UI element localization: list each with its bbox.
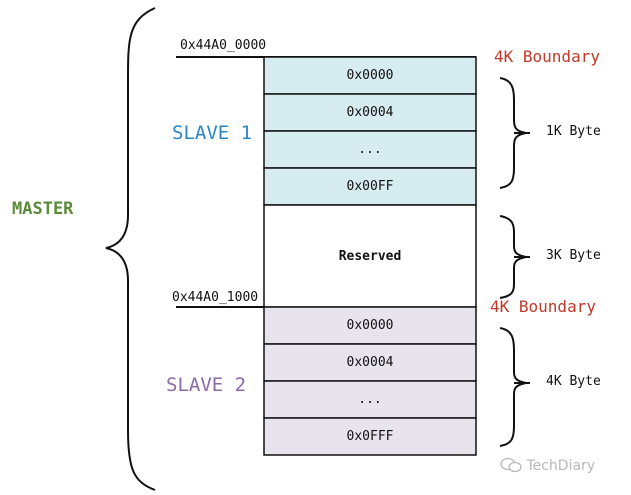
slave1-register-3: 0x00FF — [346, 179, 394, 194]
slave2-cell-2-bg — [263, 380, 477, 419]
reserved-label: Reserved — [338, 248, 402, 264]
slave2-label: SLAVE 2 — [166, 374, 247, 396]
slave1-cell-0-bg — [263, 56, 477, 95]
slave2-boundary-label: 4K Boundary — [490, 297, 596, 316]
master-brace — [105, 7, 156, 491]
slave2-register-3: 0x0FFF — [346, 429, 394, 444]
slave2-cell-3-bg — [263, 417, 477, 456]
slave1-cell-2-bg — [263, 130, 477, 169]
slave1-register-2: ... — [358, 142, 382, 157]
wechat-icon — [500, 457, 526, 474]
slave2-cell-1-bg — [263, 343, 477, 382]
master-label: MASTER — [12, 199, 74, 219]
slave1-register-1: 0x0004 — [346, 105, 394, 120]
watermark: TechDiary — [500, 457, 595, 474]
slave2-size-brace — [499, 327, 527, 447]
slave1-register-0: 0x0000 — [346, 68, 394, 83]
slave1-size: 1K Byte — [546, 124, 601, 139]
slave1-boundary-label: 4K Boundary — [494, 47, 600, 66]
slave2-register-0: 0x0000 — [346, 318, 394, 333]
slave2-start-address: 0x44A0_1000 — [172, 290, 259, 305]
slave2-register-2: ... — [358, 392, 382, 407]
slave1-label: SLAVE 1 — [172, 122, 253, 144]
watermark-text: TechDiary — [526, 458, 596, 474]
slave2-register-1: 0x0004 — [346, 355, 394, 370]
slave1-start-address: 0x44A0_0000 — [180, 38, 267, 53]
reserved-size: 3K Byte — [546, 248, 601, 263]
slave1-cell-1-bg — [263, 93, 477, 132]
slave2-size: 4K Byte — [546, 374, 601, 389]
